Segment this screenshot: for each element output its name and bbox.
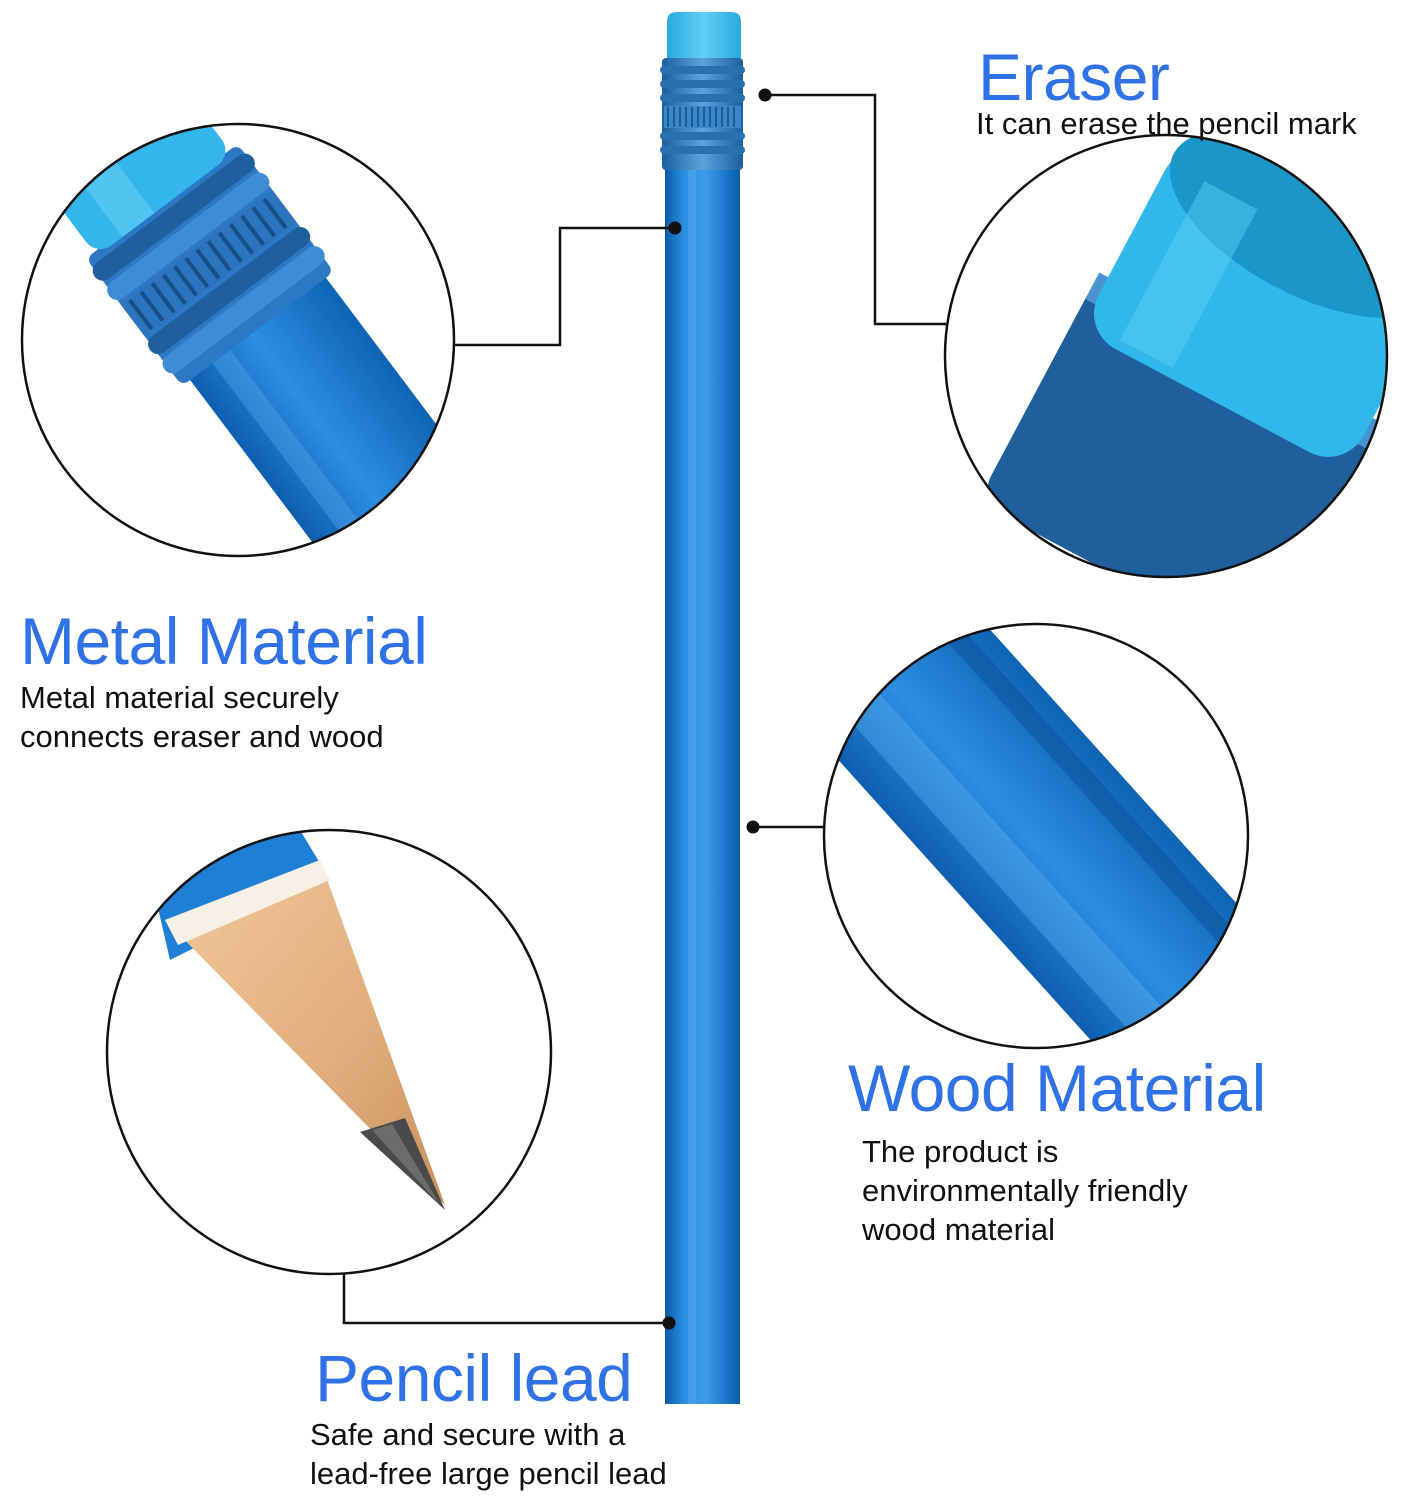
lead-desc-line-1: Safe and secure with a [310,1417,626,1452]
wood-desc-line-1: The product is [862,1134,1059,1169]
zoom-circle-metal [20,122,456,558]
pencil-ferrule [660,58,745,170]
wood-desc-line-3: wood material [862,1212,1055,1247]
connector-dots [662,88,772,1330]
connector-eraser [765,93,946,326]
lead-title: Pencil lead [315,1341,633,1415]
metal-title: Metal Material [20,604,428,678]
connector-lead [342,1272,669,1325]
eraser-title: Eraser [978,40,1170,114]
wood-desc-line-2: environmentally friendly [862,1173,1188,1208]
connector-lines [342,93,946,1325]
metal-desc-line-2: connects eraser and wood [20,719,384,754]
zoom-circle-eraser [943,133,1389,579]
pencil-eraser [667,12,741,58]
eraser-desc-line-1: It can erase the pencil mark [976,106,1357,141]
wood-title: Wood Material [848,1051,1266,1125]
connector-metal [454,226,675,347]
pencil-shaft [665,168,740,1404]
zoom-circle-wood [822,622,1250,1050]
zoom-circle-lead [105,828,553,1276]
pencil [660,12,745,1404]
lead-desc-line-2: lead-free large pencil lead [310,1456,667,1491]
pencil-shaft-highlight [688,168,696,1404]
metal-desc-line-1: Metal material securely [20,680,339,715]
